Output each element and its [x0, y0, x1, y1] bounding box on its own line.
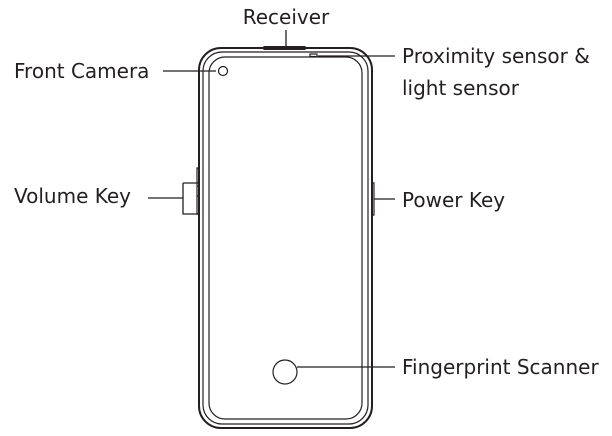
front-camera-label: Front Camera — [14, 59, 149, 83]
receiver-label: Receiver — [243, 5, 330, 29]
front-camera — [217, 65, 229, 77]
volume-callout — [148, 182, 199, 215]
volume-key-label: Volume Key — [14, 184, 131, 208]
power-key-label: Power Key — [402, 188, 505, 212]
proximity-label-line2: light sensor — [402, 76, 520, 100]
receiver-slot — [263, 46, 306, 50]
phone-body — [196, 46, 375, 429]
proximity-label-line1: Proximity sensor & — [402, 44, 590, 68]
fingerprint-label: Fingerprint Scanner — [402, 355, 599, 379]
proximity-sensor-mark — [309, 53, 318, 58]
fingerprint-scanner — [272, 359, 298, 385]
